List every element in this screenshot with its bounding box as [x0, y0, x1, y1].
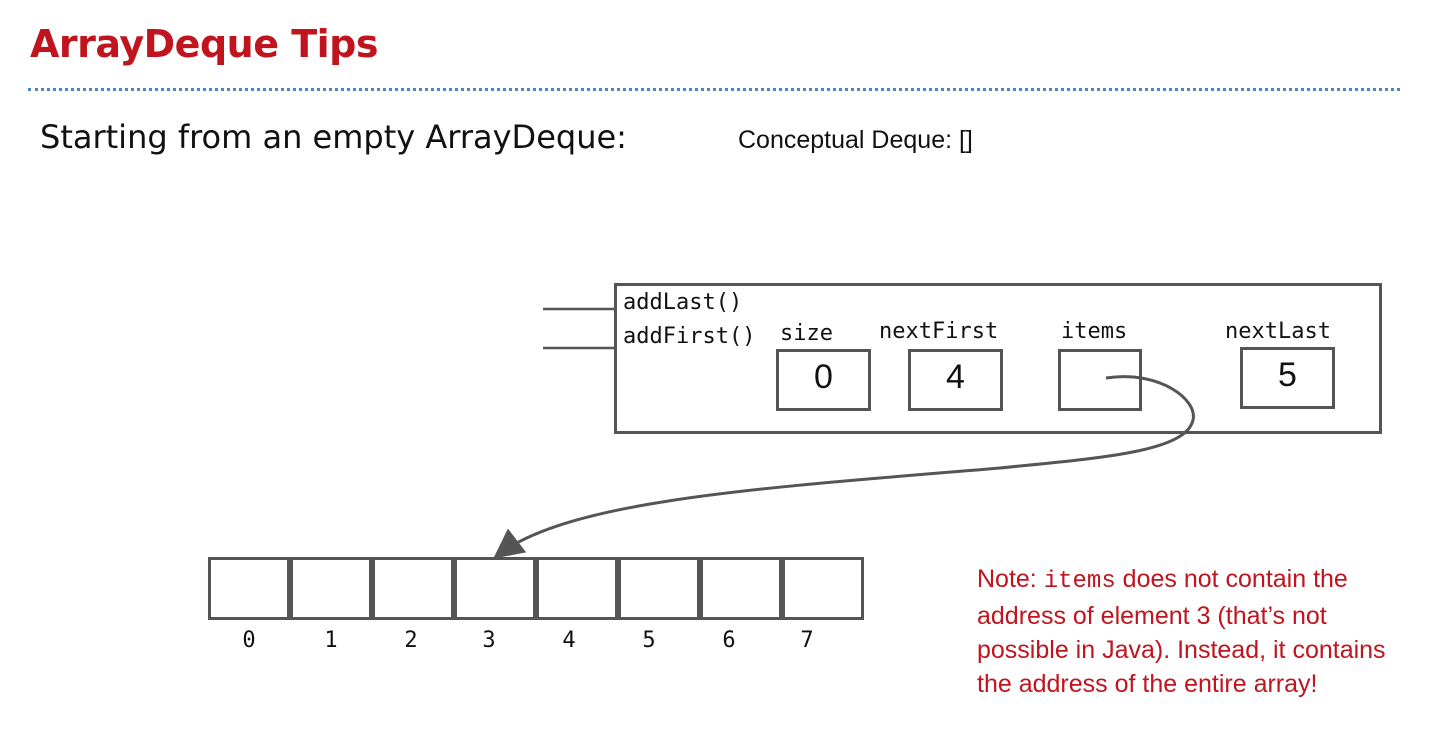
note-text: Note: items does not contain the address… [977, 562, 1422, 701]
array-index-1: 1 [324, 628, 338, 653]
array-index-6: 6 [722, 628, 736, 653]
array-cell-4 [536, 557, 618, 620]
array-cell-1 [290, 557, 372, 620]
nextfirst-value-box [908, 349, 1003, 411]
array-cell-2 [372, 557, 454, 620]
nextlast-value: 5 [1278, 356, 1297, 394]
items-pointer-box [1058, 349, 1142, 411]
size-value: 0 [814, 358, 833, 396]
slide-title: ArrayDeque Tips [30, 22, 378, 66]
array-index-0: 0 [242, 628, 256, 653]
field-nextlast-label: nextLast [1225, 319, 1331, 344]
slide-subtitle: Starting from an empty ArrayDeque: [40, 118, 627, 156]
items-pointer-arrow [493, 375, 1195, 559]
field-nextfirst-label: nextFirst [879, 319, 999, 344]
array-index-7: 7 [800, 628, 814, 653]
array-cell-6 [700, 557, 782, 620]
size-value-box [776, 349, 871, 411]
note-rest: does not contain the address of element … [977, 565, 1386, 698]
array-index-5: 5 [642, 628, 656, 653]
field-items-label: items [1061, 319, 1128, 344]
nextlast-value-box [1240, 347, 1335, 409]
method-addfirst-label: addFirst() [623, 324, 756, 349]
conceptual-deque-label: Conceptual Deque: [] [738, 126, 973, 154]
nextfirst-value: 4 [946, 358, 965, 396]
array-index-4: 4 [562, 628, 576, 653]
field-size-label: size [780, 321, 833, 346]
array-cell-5 [618, 557, 700, 620]
note-prefix: Note: [977, 565, 1044, 593]
array-index-2: 2 [404, 628, 418, 653]
title-divider [28, 88, 1400, 91]
array-cell-7 [782, 557, 864, 620]
note-code-items: items [1043, 568, 1116, 595]
method-addlast-label: addLast() [623, 290, 743, 315]
array-cell-0 [208, 557, 290, 620]
array-index-3: 3 [482, 628, 496, 653]
